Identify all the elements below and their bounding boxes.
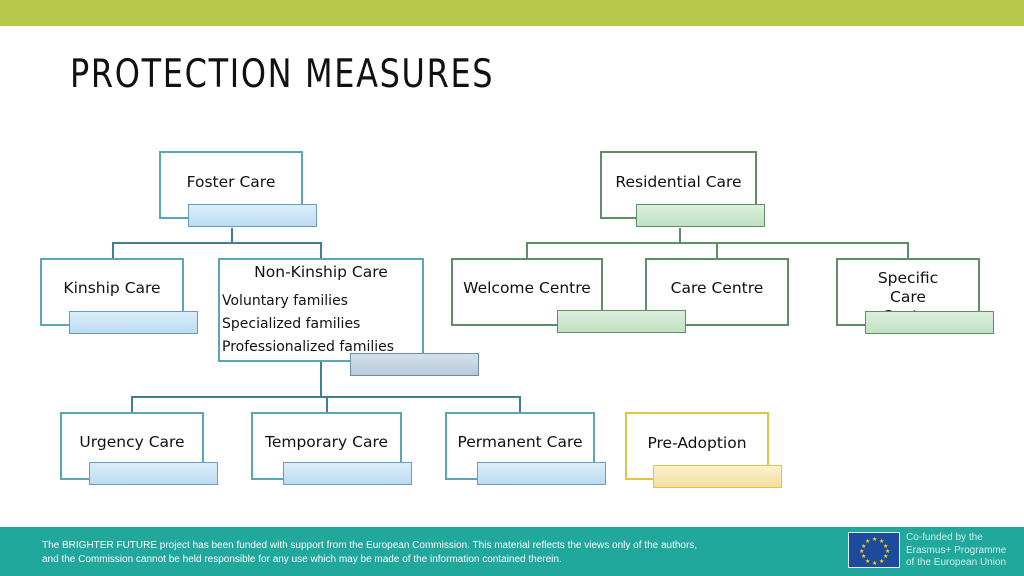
urgency-care-label: Urgency Care — [79, 433, 185, 451]
connector — [112, 242, 322, 244]
welcome-centre-label: Welcome Centre — [463, 279, 591, 297]
specific-care-centre-tab — [865, 311, 994, 334]
cofunded-text: Co-funded by the Erasmus+ Programme of t… — [906, 532, 1006, 570]
list-item: Professionalized families — [222, 339, 395, 355]
urgency-care-tab — [89, 462, 218, 485]
welcome-care-centre-tab — [557, 310, 686, 333]
connector — [320, 242, 322, 259]
pre-adoption-label: Pre-Adoption — [647, 434, 747, 452]
page-title: PROTECTION MEASURES — [70, 52, 495, 97]
connector — [907, 242, 909, 259]
residential-care-label: Residential Care — [615, 173, 742, 191]
non-kinship-care-list: Voluntary families Specialized families … — [222, 290, 394, 359]
connector — [679, 228, 681, 243]
list-item: Voluntary families — [222, 293, 348, 309]
kinship-care-label: Kinship Care — [63, 279, 161, 297]
non-kinship-care-title: Non-Kinship Care — [254, 263, 388, 281]
connector — [112, 242, 114, 259]
connector — [716, 242, 718, 259]
eu-flag-icon: ★ ★ ★ ★ ★ ★ ★ ★ ★ ★ ★ ★ — [848, 532, 900, 568]
list-item: Specialized families — [222, 316, 361, 332]
permanent-care-tab — [477, 462, 606, 485]
disclaimer-line: The BRIGHTER FUTURE project has been fun… — [42, 540, 698, 551]
permanent-care-label: Permanent Care — [457, 433, 583, 451]
temporary-care-tab — [283, 462, 412, 485]
top-accent-bar — [0, 0, 1024, 26]
footer-disclaimer: The BRIGHTER FUTURE project has been fun… — [42, 539, 697, 567]
connector — [519, 396, 521, 413]
disclaimer-line: and the Commission cannot be held respon… — [42, 554, 562, 565]
foster-care-label: Foster Care — [186, 173, 276, 191]
connector — [326, 396, 328, 413]
pre-adoption-tab — [653, 465, 782, 488]
cofunded-line: of the European Union — [906, 557, 1007, 568]
temporary-care-label: Temporary Care — [264, 433, 389, 451]
connector — [131, 396, 133, 413]
foster-care-tab — [188, 204, 317, 227]
cofunded-line: Co-funded by the — [906, 532, 983, 543]
residential-care-tab — [636, 204, 765, 227]
kinship-care-tab — [69, 311, 198, 334]
care-centre-label: Care Centre — [670, 279, 764, 297]
non-kinship-care-tab — [350, 353, 479, 376]
cofunded-line: Erasmus+ Programme — [906, 544, 1007, 556]
connector — [526, 242, 528, 259]
welcome-centre-node: Welcome Centre — [451, 258, 603, 326]
connector — [320, 362, 322, 397]
connector — [231, 228, 233, 243]
non-kinship-care-node: Non-Kinship Care Voluntary families Spec… — [218, 258, 424, 362]
